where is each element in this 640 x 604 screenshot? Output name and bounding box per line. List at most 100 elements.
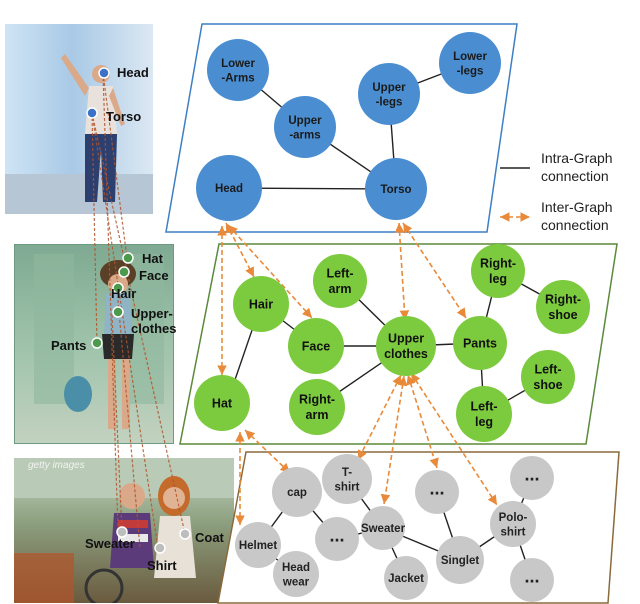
node-singlet: Singlet: [436, 536, 484, 584]
node-circle: [358, 63, 420, 125]
photo-tag-hair: Hair: [111, 282, 136, 301]
node-label: Torso: [380, 184, 411, 196]
node-label: Left-: [470, 400, 497, 414]
node-circle: [289, 379, 345, 435]
photo-tag-shirt: Shirt: [147, 542, 177, 573]
photo-tag-label: Torso: [106, 109, 141, 124]
node-right-shoe: Right-shoe: [536, 280, 590, 334]
inter-edges: [217, 222, 498, 525]
node-label: Right-: [480, 257, 516, 271]
photo-tag-label: Hat: [142, 251, 164, 266]
photo-tag-label: Coat: [195, 530, 225, 545]
photo-tag-pants: Pants: [51, 337, 103, 353]
node-label: Head: [282, 562, 310, 574]
node-circle: [274, 96, 336, 158]
clothes-nodes: Left-armHairFaceUpperclothesPantsRight-l…: [194, 244, 590, 442]
node-label: Upper: [372, 82, 406, 94]
node-circle: [273, 551, 319, 597]
node-label: Upper: [288, 115, 322, 127]
node-label: ...: [329, 525, 344, 545]
node-left-shoe: Left-shoe: [521, 350, 575, 404]
photo-tag-dot: [154, 542, 166, 554]
node-circle: [456, 386, 512, 442]
node-face: Face: [288, 318, 344, 374]
node-circle: [235, 522, 281, 568]
node-sweater: Sweater: [361, 506, 406, 550]
node-hat: Hat: [194, 375, 250, 431]
node-circle: [436, 536, 484, 584]
photo-tag-dot: [86, 107, 98, 119]
node-label: Left-: [326, 267, 353, 281]
photo-tag-upper-clothes: Upper-clothes: [112, 306, 177, 336]
legend-intra-label-1: Intra-Graph: [541, 150, 613, 166]
node-label: Hat: [212, 396, 233, 410]
photo-tag-dot: [116, 526, 128, 538]
node-label: clothes: [384, 347, 428, 361]
node-label: Right-: [545, 293, 581, 307]
node-label: Face: [302, 339, 331, 353]
node-circle: [315, 517, 359, 561]
node-label: Pants: [463, 336, 497, 350]
node-label: Sweater: [361, 523, 406, 535]
photo-tag-label: Hair: [111, 286, 136, 301]
node-label: shirt: [501, 526, 526, 538]
node-circle: [384, 556, 428, 600]
node-dots4: ...: [510, 558, 554, 602]
node-label: cap: [287, 487, 307, 499]
node-left-leg: Left-leg: [456, 386, 512, 442]
node-label: ...: [524, 566, 539, 586]
photo-tag-label: Face: [139, 268, 169, 283]
photo-tag-dot: [91, 337, 103, 349]
photo-tag-dot: [118, 266, 130, 278]
node-label: ...: [429, 478, 444, 498]
node-cap: cap: [272, 467, 322, 517]
node-label: Right-: [299, 393, 335, 407]
photo-tag-dot: [179, 528, 191, 540]
node-label: T-: [342, 467, 352, 479]
photo-tags: HeadTorsoHatFaceHairUpper-clothesPantsSw…: [51, 65, 225, 573]
node-circle: [376, 316, 436, 376]
node-label: shoe: [533, 378, 562, 392]
node-polo-shirt: Polo-shirt: [490, 501, 536, 547]
node-circle: [536, 280, 590, 334]
node-circle: [272, 467, 322, 517]
photo-tag-dot: [122, 252, 134, 264]
node-helmet: Helmet: [235, 522, 281, 568]
photo-tag-label: Head: [117, 65, 149, 80]
node-circle: [288, 318, 344, 374]
node-circle: [361, 506, 405, 550]
node-label: Jacket: [388, 573, 424, 585]
node-dots3: ...: [315, 517, 359, 561]
node-upper-arms: Upper-arms: [274, 96, 336, 158]
photo-tag-label: Sweater: [85, 536, 135, 551]
node-circle: [207, 39, 269, 101]
node-pants: Pants: [453, 316, 507, 370]
node-circle: [521, 350, 575, 404]
node-left-arm: Left-arm: [313, 254, 367, 308]
node-label: -legs: [376, 96, 403, 108]
node-label: Polo-: [499, 512, 528, 524]
photo-tag-face: Face: [118, 266, 169, 283]
photo-tag-label: clothes: [131, 321, 177, 336]
node-upper-legs: Upper -legs: [358, 63, 420, 125]
photo-links: [91, 72, 186, 549]
node-label: Left-: [534, 363, 561, 377]
legend: Intra-Graph connection Inter-Graph conne…: [500, 150, 613, 233]
node-label: Lower: [453, 51, 487, 63]
node-label: -Arms: [221, 72, 254, 84]
node-label: arm: [306, 408, 329, 422]
photo-tag-dot: [112, 306, 124, 318]
node-head: Head: [196, 155, 262, 221]
node-circle: [490, 501, 536, 547]
node-circle: [322, 454, 372, 504]
fashion-nodes: cap T-shirt...... Helmet... Sweater Polo-shi…: [235, 454, 554, 602]
node-label: Head: [215, 183, 243, 195]
node-circle: [233, 276, 289, 332]
body-nodes: Lower-ArmsUpper-armsUpper-legsLower-legs…: [196, 32, 501, 221]
node-right-arm: Right-arm: [289, 379, 345, 435]
node-label: -legs: [457, 65, 484, 77]
node-lower-arms: Lower-Arms: [207, 39, 269, 101]
node-torso: Torso: [365, 158, 427, 220]
node-label: leg: [489, 272, 507, 286]
